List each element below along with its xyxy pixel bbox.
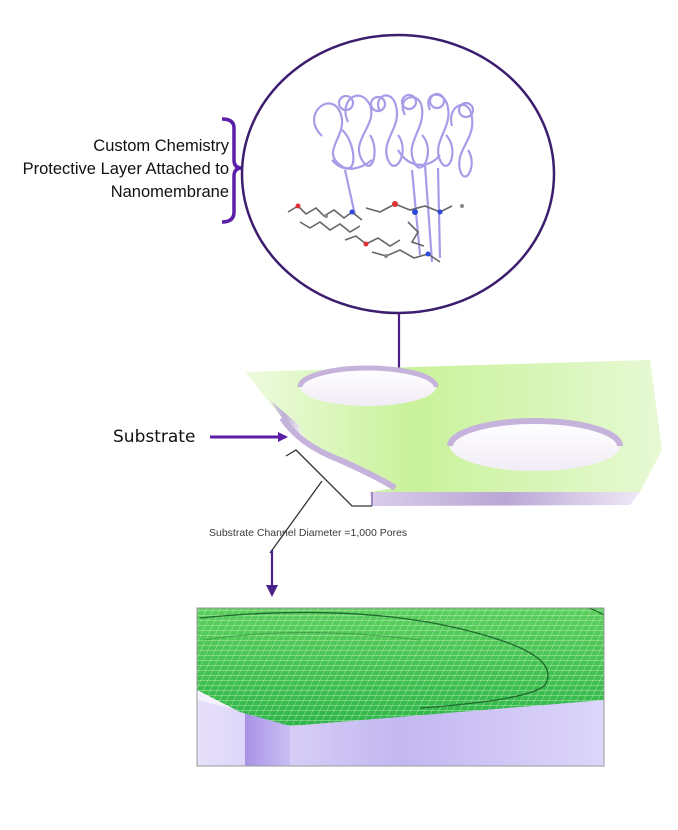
molecule-illustration [287, 92, 475, 263]
chemistry-label: Custom Chemistry Protective Layer Attach… [0, 135, 229, 204]
chemistry-label-line1: Custom Chemistry [93, 137, 229, 155]
chemistry-label-line3: Nanomembrane [110, 183, 229, 201]
molecule-circle [240, 33, 556, 315]
substrate-label: Substrate [113, 427, 196, 447]
membrane-mesh-illustration [197, 608, 604, 766]
channel-diameter-label: Substrate Channel Diameter =1,000 Pores [209, 527, 408, 539]
chemistry-label-line2: Protective Layer Attached to [22, 160, 229, 178]
substrate-plate-illustration [245, 360, 662, 506]
dimension-lines [269, 449, 372, 554]
